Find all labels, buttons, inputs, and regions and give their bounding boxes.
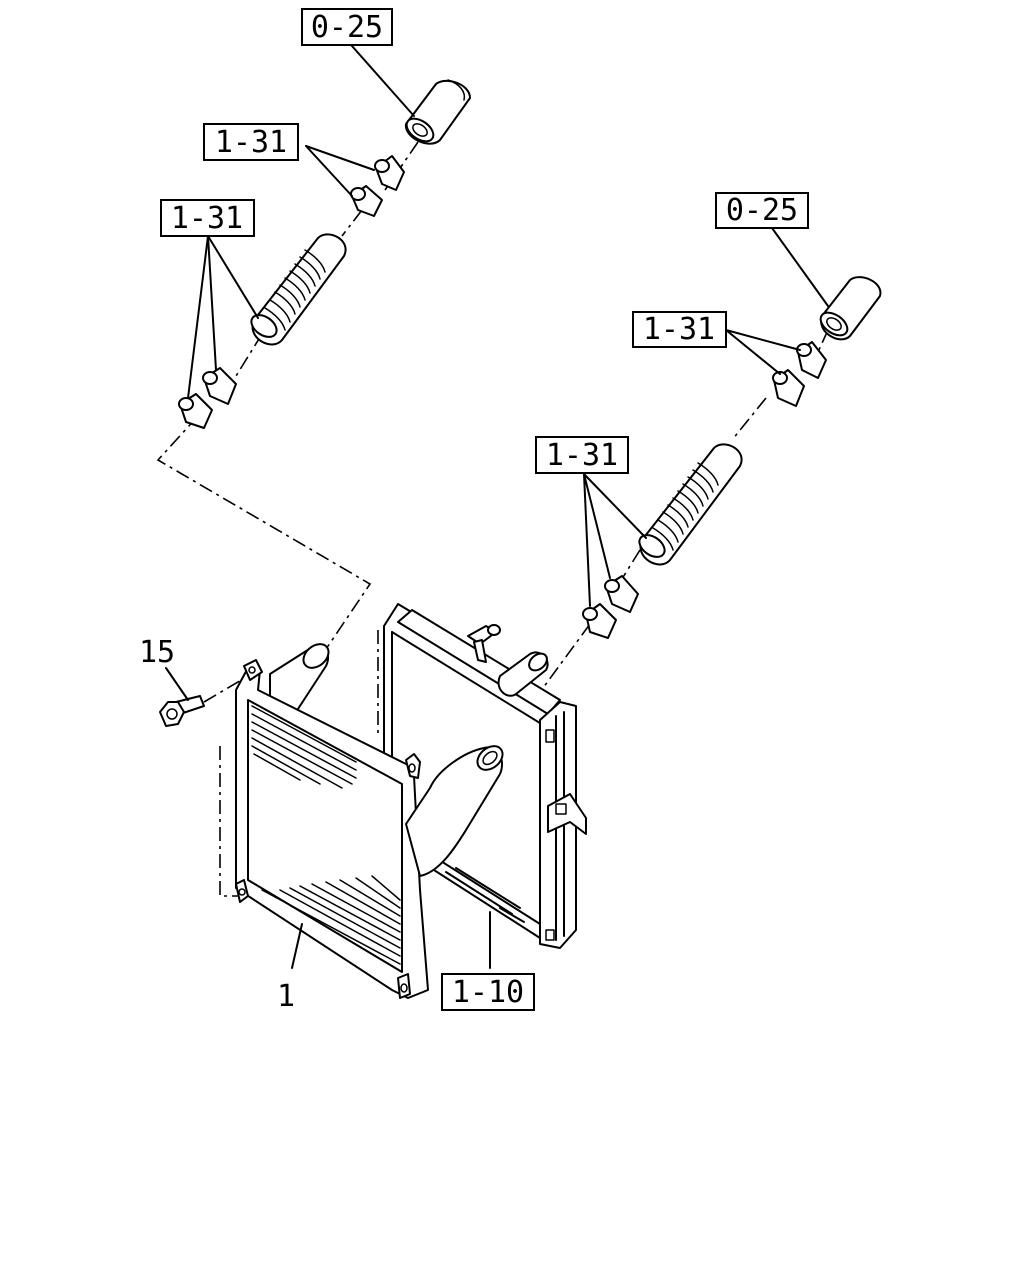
clamp-left-lower-1 [202,367,237,405]
corrugated-hose-left [250,233,347,346]
clamp-right-lower-2 [582,603,617,639]
clamp-right-lower-1 [604,575,639,613]
callout-label: 1-31 [215,125,287,160]
clamp-left-lower-2 [178,393,213,429]
callout-label: 0-25 [311,10,383,45]
callout-bolt: 15 [139,635,175,670]
bolt-15 [159,695,205,727]
callout-label: 1-31 [546,438,618,473]
leader-lines [165,45,829,969]
hose-0-25-right [819,276,882,341]
callout-radiator: 1-10 [441,973,535,1011]
clamp-left-upper-1 [374,155,405,191]
callout-clamps-left-pair: 1-31 [160,199,255,237]
intercooler [235,643,504,999]
clamp-right-upper-2 [772,369,805,407]
hose-0-25-left [404,79,471,145]
callout-hose-upper-right: 0-25 [715,192,809,229]
corrugated-hose-right [638,443,743,566]
callout-label: 0-25 [726,193,798,228]
callout-intercooler: 1 [277,979,295,1014]
clamp-right-upper-1 [796,341,827,379]
callout-label: 1-31 [643,312,715,347]
callout-hose-upper-left: 0-25 [301,8,393,46]
callout-clamps-right-pair: 1-31 [535,436,629,474]
callout-clamp-upper-left: 1-31 [203,123,299,161]
clamp-left-upper-2 [350,185,383,217]
callout-clamp-upper-right: 1-31 [632,311,727,348]
callout-label: 1-10 [452,975,524,1010]
callout-label: 1-31 [171,201,243,236]
